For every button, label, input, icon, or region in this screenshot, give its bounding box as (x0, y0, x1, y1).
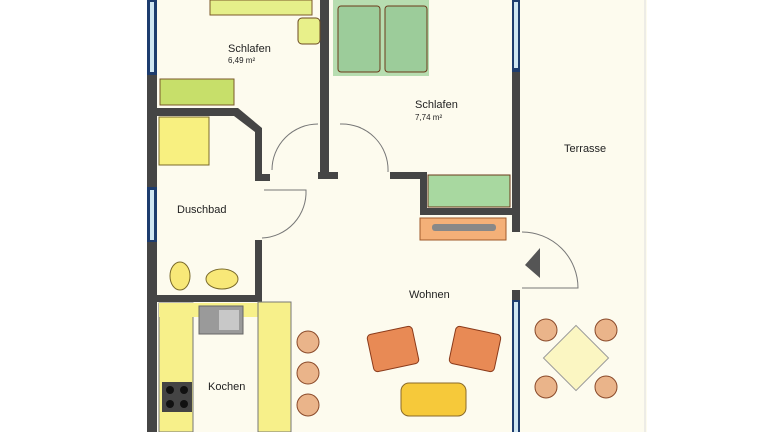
washbasin (205, 268, 239, 290)
bar-stool (296, 330, 320, 354)
stove (162, 382, 192, 412)
door-bedroom-large (339, 123, 389, 173)
terrace-chairs (534, 318, 618, 399)
bar-stool (296, 393, 320, 417)
window-left-bath-glass (150, 190, 154, 240)
room-label-bedroom-small: Schlafen (228, 43, 271, 55)
wall-bath-right (255, 240, 262, 302)
kitchen-counter-left (158, 302, 194, 432)
bed-mattress-right (384, 5, 428, 73)
bed-small (209, 0, 313, 16)
kitchen-island (257, 301, 292, 432)
terrace-chair (534, 318, 558, 342)
door-bathroom (261, 189, 307, 239)
wall-bedroom-stub (318, 172, 338, 179)
wall-bedrooms-divider (320, 0, 329, 178)
room-label-bathroom: Duschbad (177, 204, 227, 216)
doors (261, 123, 579, 289)
bar-stools (296, 330, 320, 417)
window-right-bottom-glass (514, 302, 518, 432)
terrace-chair (594, 318, 618, 342)
terrace-chair (534, 375, 558, 399)
wall-bath-top (157, 108, 270, 181)
room-label-living: Wohnen (409, 289, 450, 301)
sink-basin (219, 310, 239, 330)
wall-bedroom-bottom (390, 172, 520, 215)
walls (147, 0, 520, 432)
room-area-bedroom-large: 7,74 m² (415, 113, 442, 122)
door-bedroom-small (271, 123, 319, 171)
sideboard-tv (432, 224, 496, 231)
bed-mattress-left (337, 5, 381, 73)
wall-right-lower (512, 290, 520, 300)
coffee-table (400, 382, 467, 417)
wall-right-upper (512, 72, 520, 232)
armchair-right (448, 325, 502, 373)
stove-burners (166, 386, 188, 408)
nightstand-small (297, 17, 321, 45)
terrace-door-handle-icon (525, 248, 540, 278)
toilet (169, 261, 191, 291)
room-area-bedroom-small: 6,49 m² (228, 56, 255, 65)
terrace-table (542, 324, 610, 392)
room-label-bedroom-large: Schlafen (415, 99, 458, 111)
window-left-top-glass (150, 2, 154, 72)
terrace-chair (594, 375, 618, 399)
wardrobe-large (427, 174, 511, 208)
window-right-top-glass (514, 2, 518, 68)
wall-bath-bottom (157, 295, 262, 302)
wardrobe-small (159, 78, 235, 106)
bar-stool (296, 361, 320, 385)
door-terrace (521, 231, 579, 289)
room-label-kitchen: Kochen (208, 381, 245, 393)
armchair-left (366, 325, 420, 373)
room-label-terrace: Terrasse (564, 143, 606, 155)
shower-tray (158, 116, 210, 166)
